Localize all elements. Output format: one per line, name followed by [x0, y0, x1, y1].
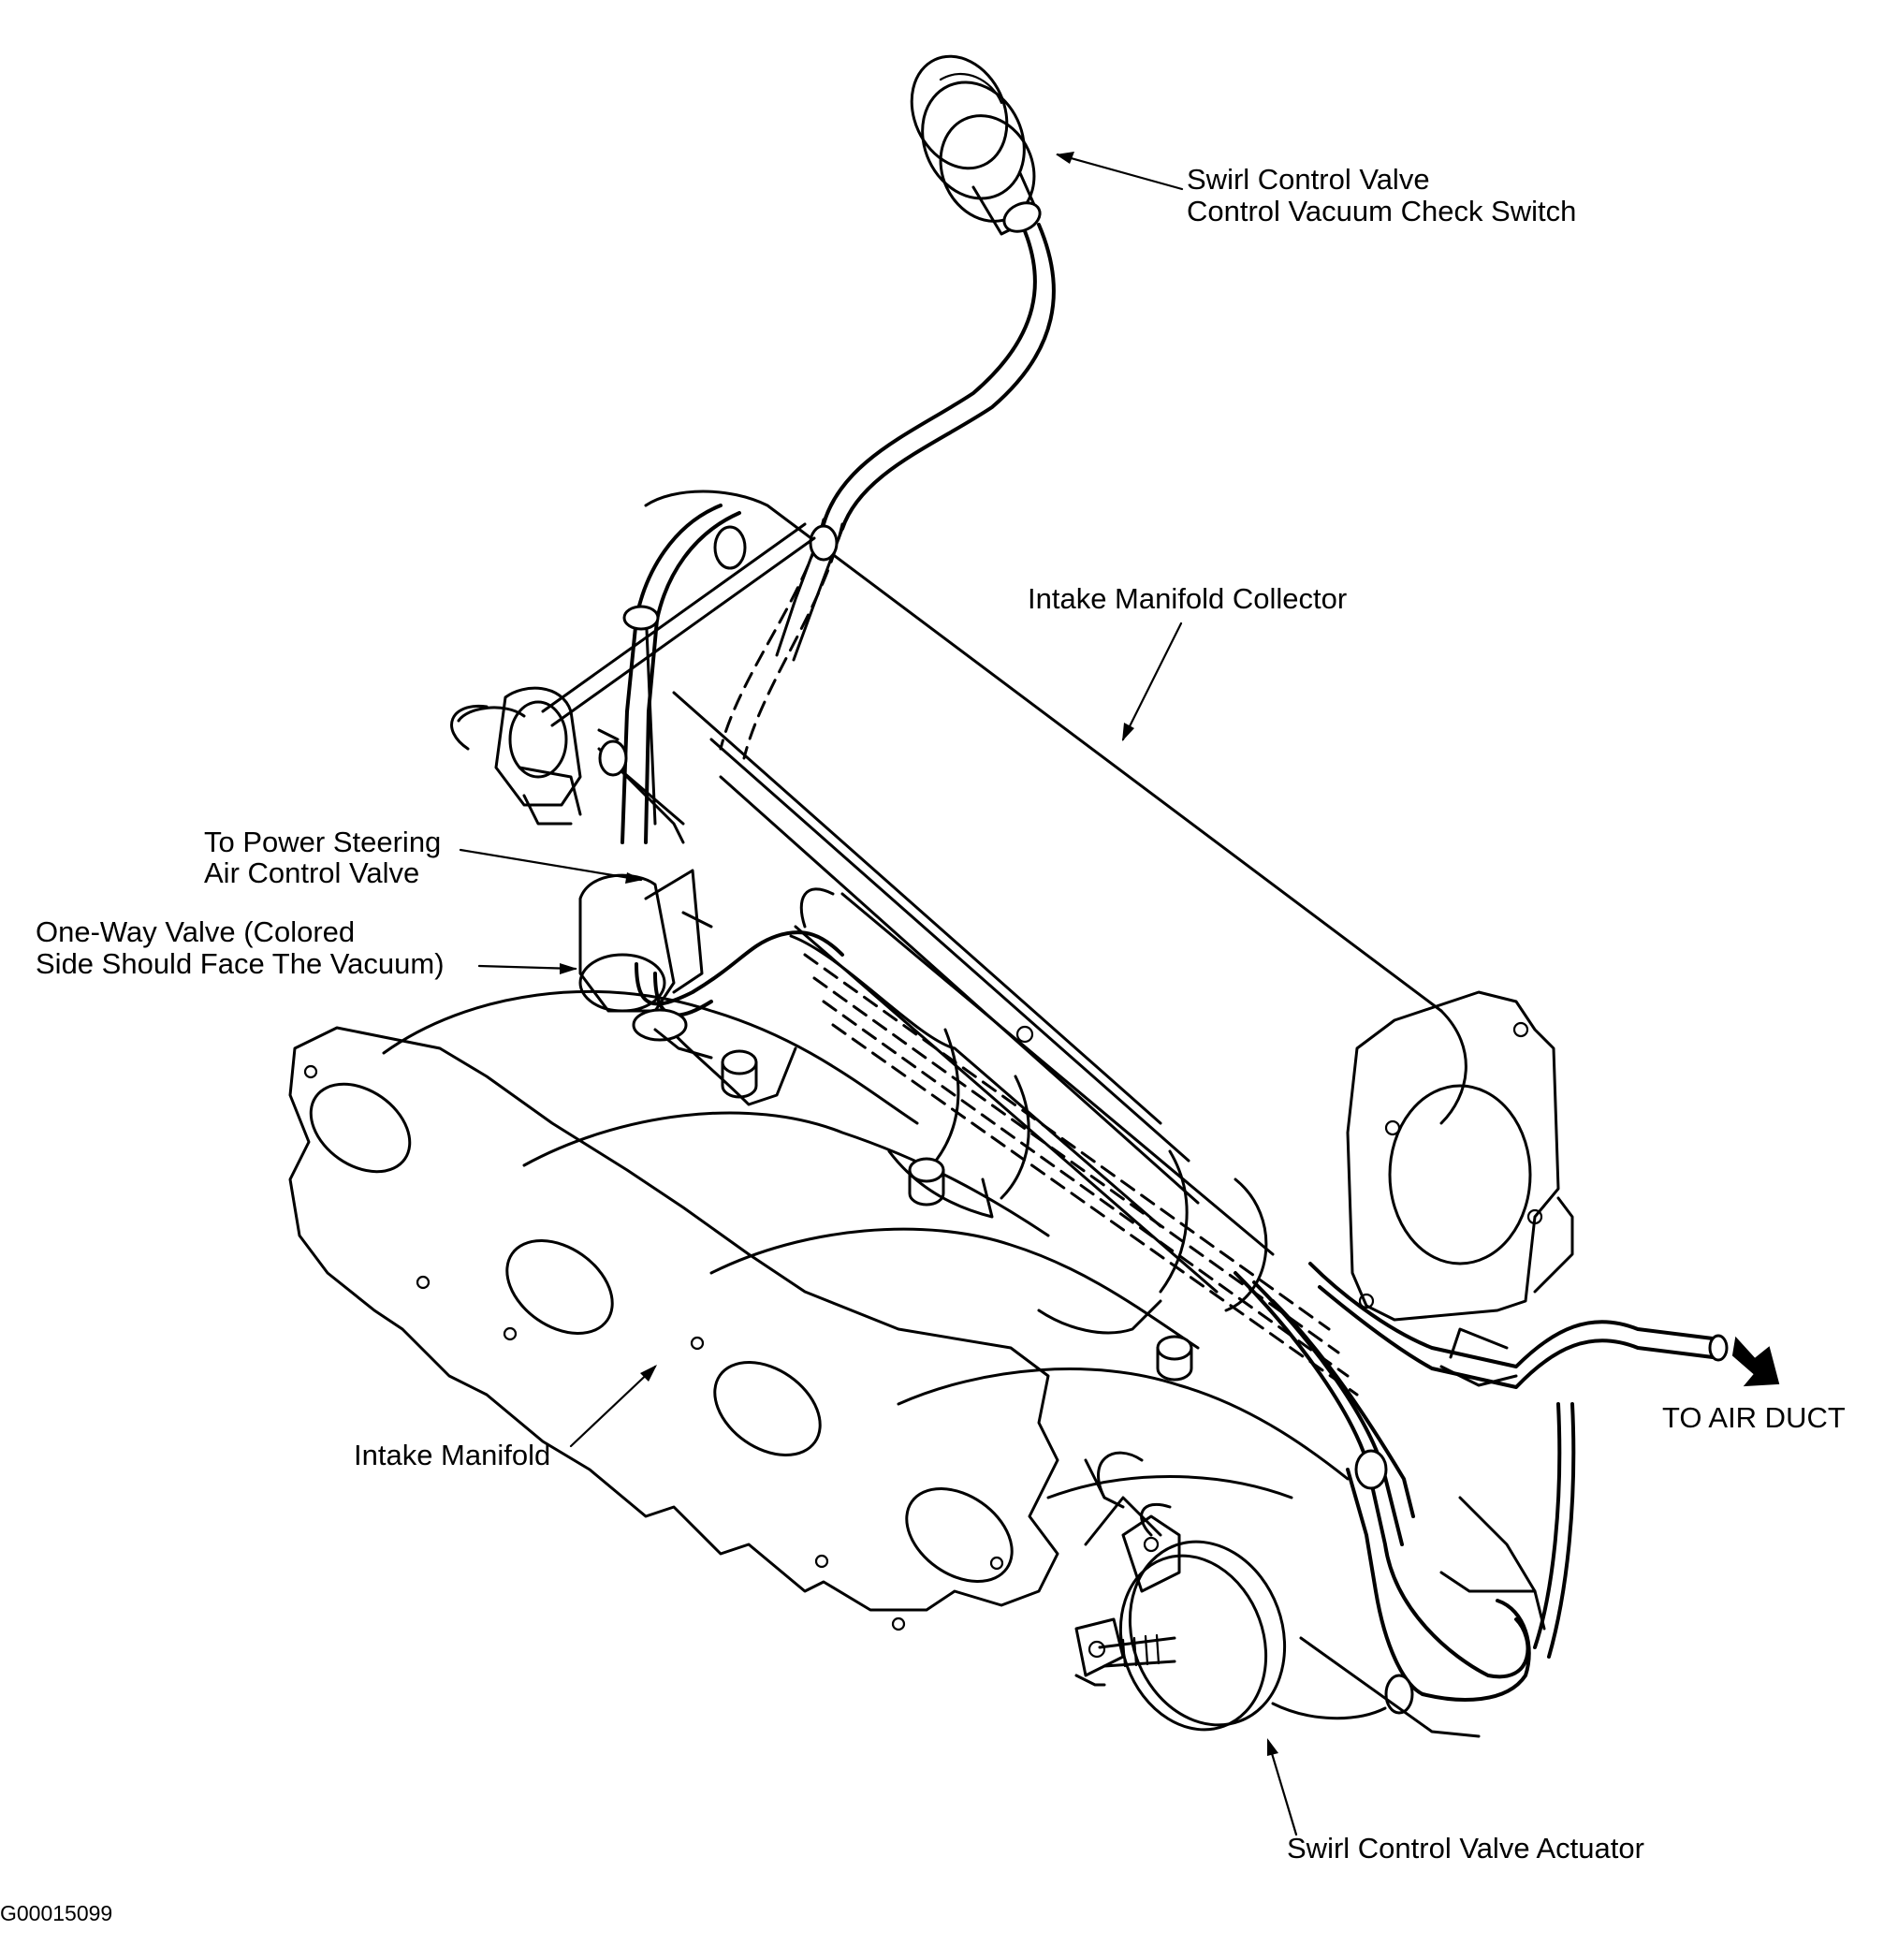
air-duct-arrow-icon [1731, 1336, 1780, 1387]
air-duct-hose-drawing [1308, 1262, 1780, 1659]
hidden-hose-drawing [719, 518, 1359, 1397]
vacuum-hose-drawing [775, 218, 1056, 662]
leader-lines [459, 152, 1298, 1836]
intake-manifold-label: Intake Manifold [354, 1439, 550, 1471]
check-switch-drawing [910, 54, 1042, 236]
collector-label: Intake Manifold Collector [1028, 582, 1347, 615]
air-duct-label: TO AIR DUCT [1662, 1401, 1846, 1434]
intake-manifold-drawing [288, 989, 1350, 1631]
check-switch-label-line1: Swirl Control Valve [1187, 163, 1430, 196]
power-steering-fittings [450, 504, 844, 1060]
one-way-valve-label-line1: One-Way Valve (Colored [36, 915, 355, 948]
power-steering-label-line2: Air Control Valve [204, 856, 419, 889]
actuator-drawing [1074, 1451, 1287, 1732]
figure-code: G00015099 [0, 1901, 112, 1925]
one-way-valve-label-line2: Side Should Face The Vacuum) [36, 947, 445, 980]
collector-drawing [644, 490, 1574, 1382]
actuator-hose-drawing [1234, 1271, 1546, 1738]
check-switch-label-line2: Control Vacuum Check Switch [1187, 195, 1576, 227]
actuator-label: Swirl Control Valve Actuator [1287, 1832, 1644, 1865]
power-steering-label-line1: To Power Steering [204, 826, 441, 858]
